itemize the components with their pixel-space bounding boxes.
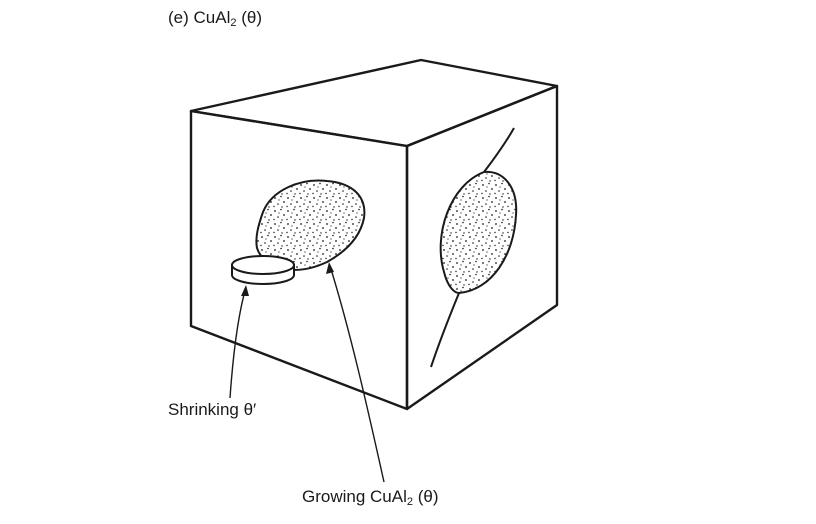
cube-top-face <box>189 58 559 148</box>
growing-arrowhead <box>326 262 334 274</box>
shrinking-arrowhead <box>241 285 249 296</box>
figure-title: (e) CuAl2 (θ) <box>168 8 262 29</box>
grain-boundary-line <box>430 127 515 368</box>
cube <box>189 58 559 411</box>
leader-arrows <box>229 262 385 483</box>
growing-cual2-label: Growing CuAl2 (θ) <box>302 487 439 508</box>
growing-leader-line <box>329 265 385 483</box>
growing-precipitate-right-face <box>439 170 518 295</box>
shrinking-theta-prime-label: Shrinking θ′ <box>168 400 257 419</box>
growing-precipitate-front-face <box>255 179 366 271</box>
cube-right-face <box>405 84 559 411</box>
shrinking-leader-line <box>229 286 247 399</box>
shrinking-theta-prime-disc <box>231 255 295 285</box>
